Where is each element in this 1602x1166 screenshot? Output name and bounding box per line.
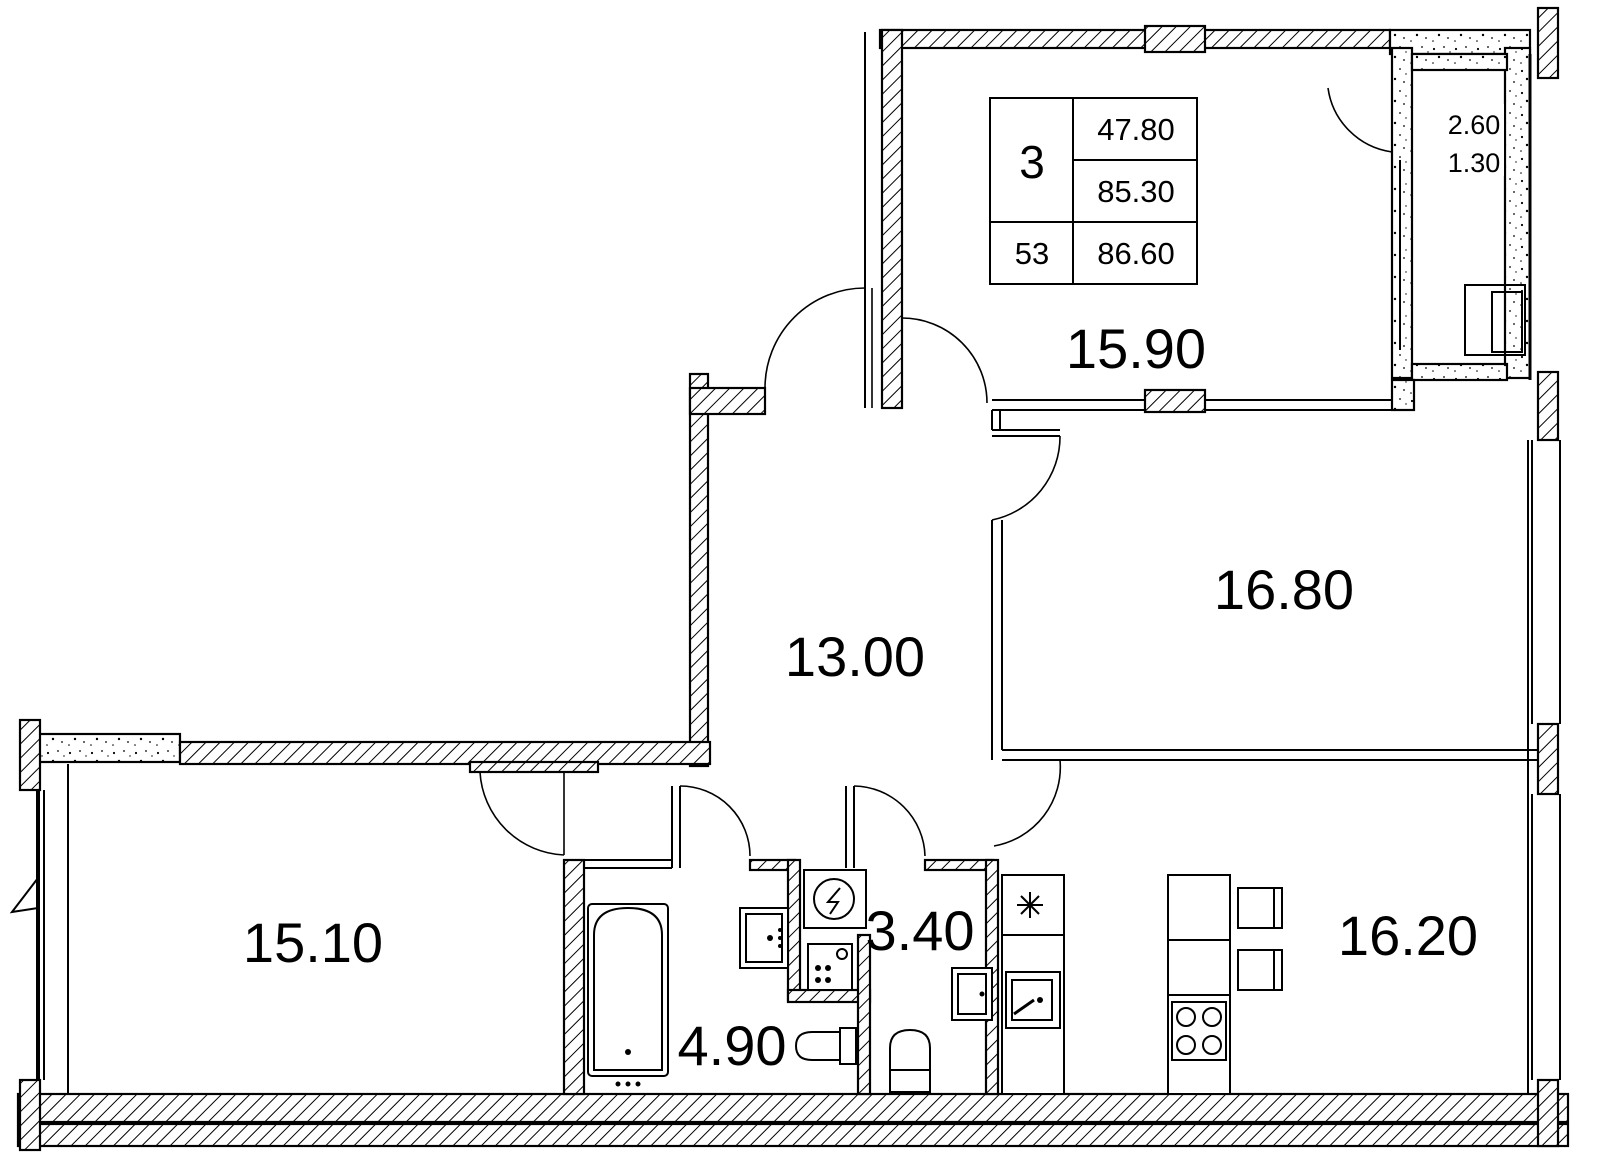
- total-with-balcony: 86.60: [1097, 236, 1175, 271]
- bathroom-toilet: [794, 1027, 857, 1065]
- living-area: 47.80: [1097, 112, 1175, 147]
- total-area: 85.30: [1097, 174, 1175, 209]
- toilet-bowl: [889, 1028, 931, 1093]
- room-area-hallway: 13.00: [785, 625, 925, 688]
- apartment-number: 53: [1015, 236, 1049, 271]
- room-area-toilet: 3.40: [866, 899, 975, 962]
- room-area-east-bedroom: 16.80: [1214, 558, 1354, 621]
- electric-panel: [803, 869, 867, 929]
- kitchen-chairs: [1237, 887, 1283, 991]
- room-area-north-bedroom: 15.90: [1066, 317, 1206, 380]
- info-table: 3 47.80 85.30 53 86.60: [989, 97, 1198, 285]
- balcony: [1390, 46, 1532, 382]
- kitchen-counter: [1001, 874, 1065, 1095]
- balcony-reduced-area: 1.30: [1448, 148, 1501, 178]
- lightning-icon: [825, 887, 841, 915]
- kitchen-island: [1167, 874, 1231, 1095]
- snowflake-icon: [1017, 892, 1043, 918]
- room-area-west-bedroom: 15.10: [243, 911, 383, 974]
- toilet-sink: [951, 967, 993, 1021]
- room-area-kitchen: 16.20: [1338, 904, 1478, 967]
- bathroom-sink: [739, 907, 789, 969]
- room-area-bathroom: 4.90: [678, 1014, 787, 1077]
- balcony-area: 2.60: [1448, 110, 1501, 140]
- doors: [479, 72, 1401, 857]
- bathtub: [587, 903, 669, 1087]
- water-meter: [807, 943, 853, 991]
- room-count: 3: [1019, 136, 1045, 188]
